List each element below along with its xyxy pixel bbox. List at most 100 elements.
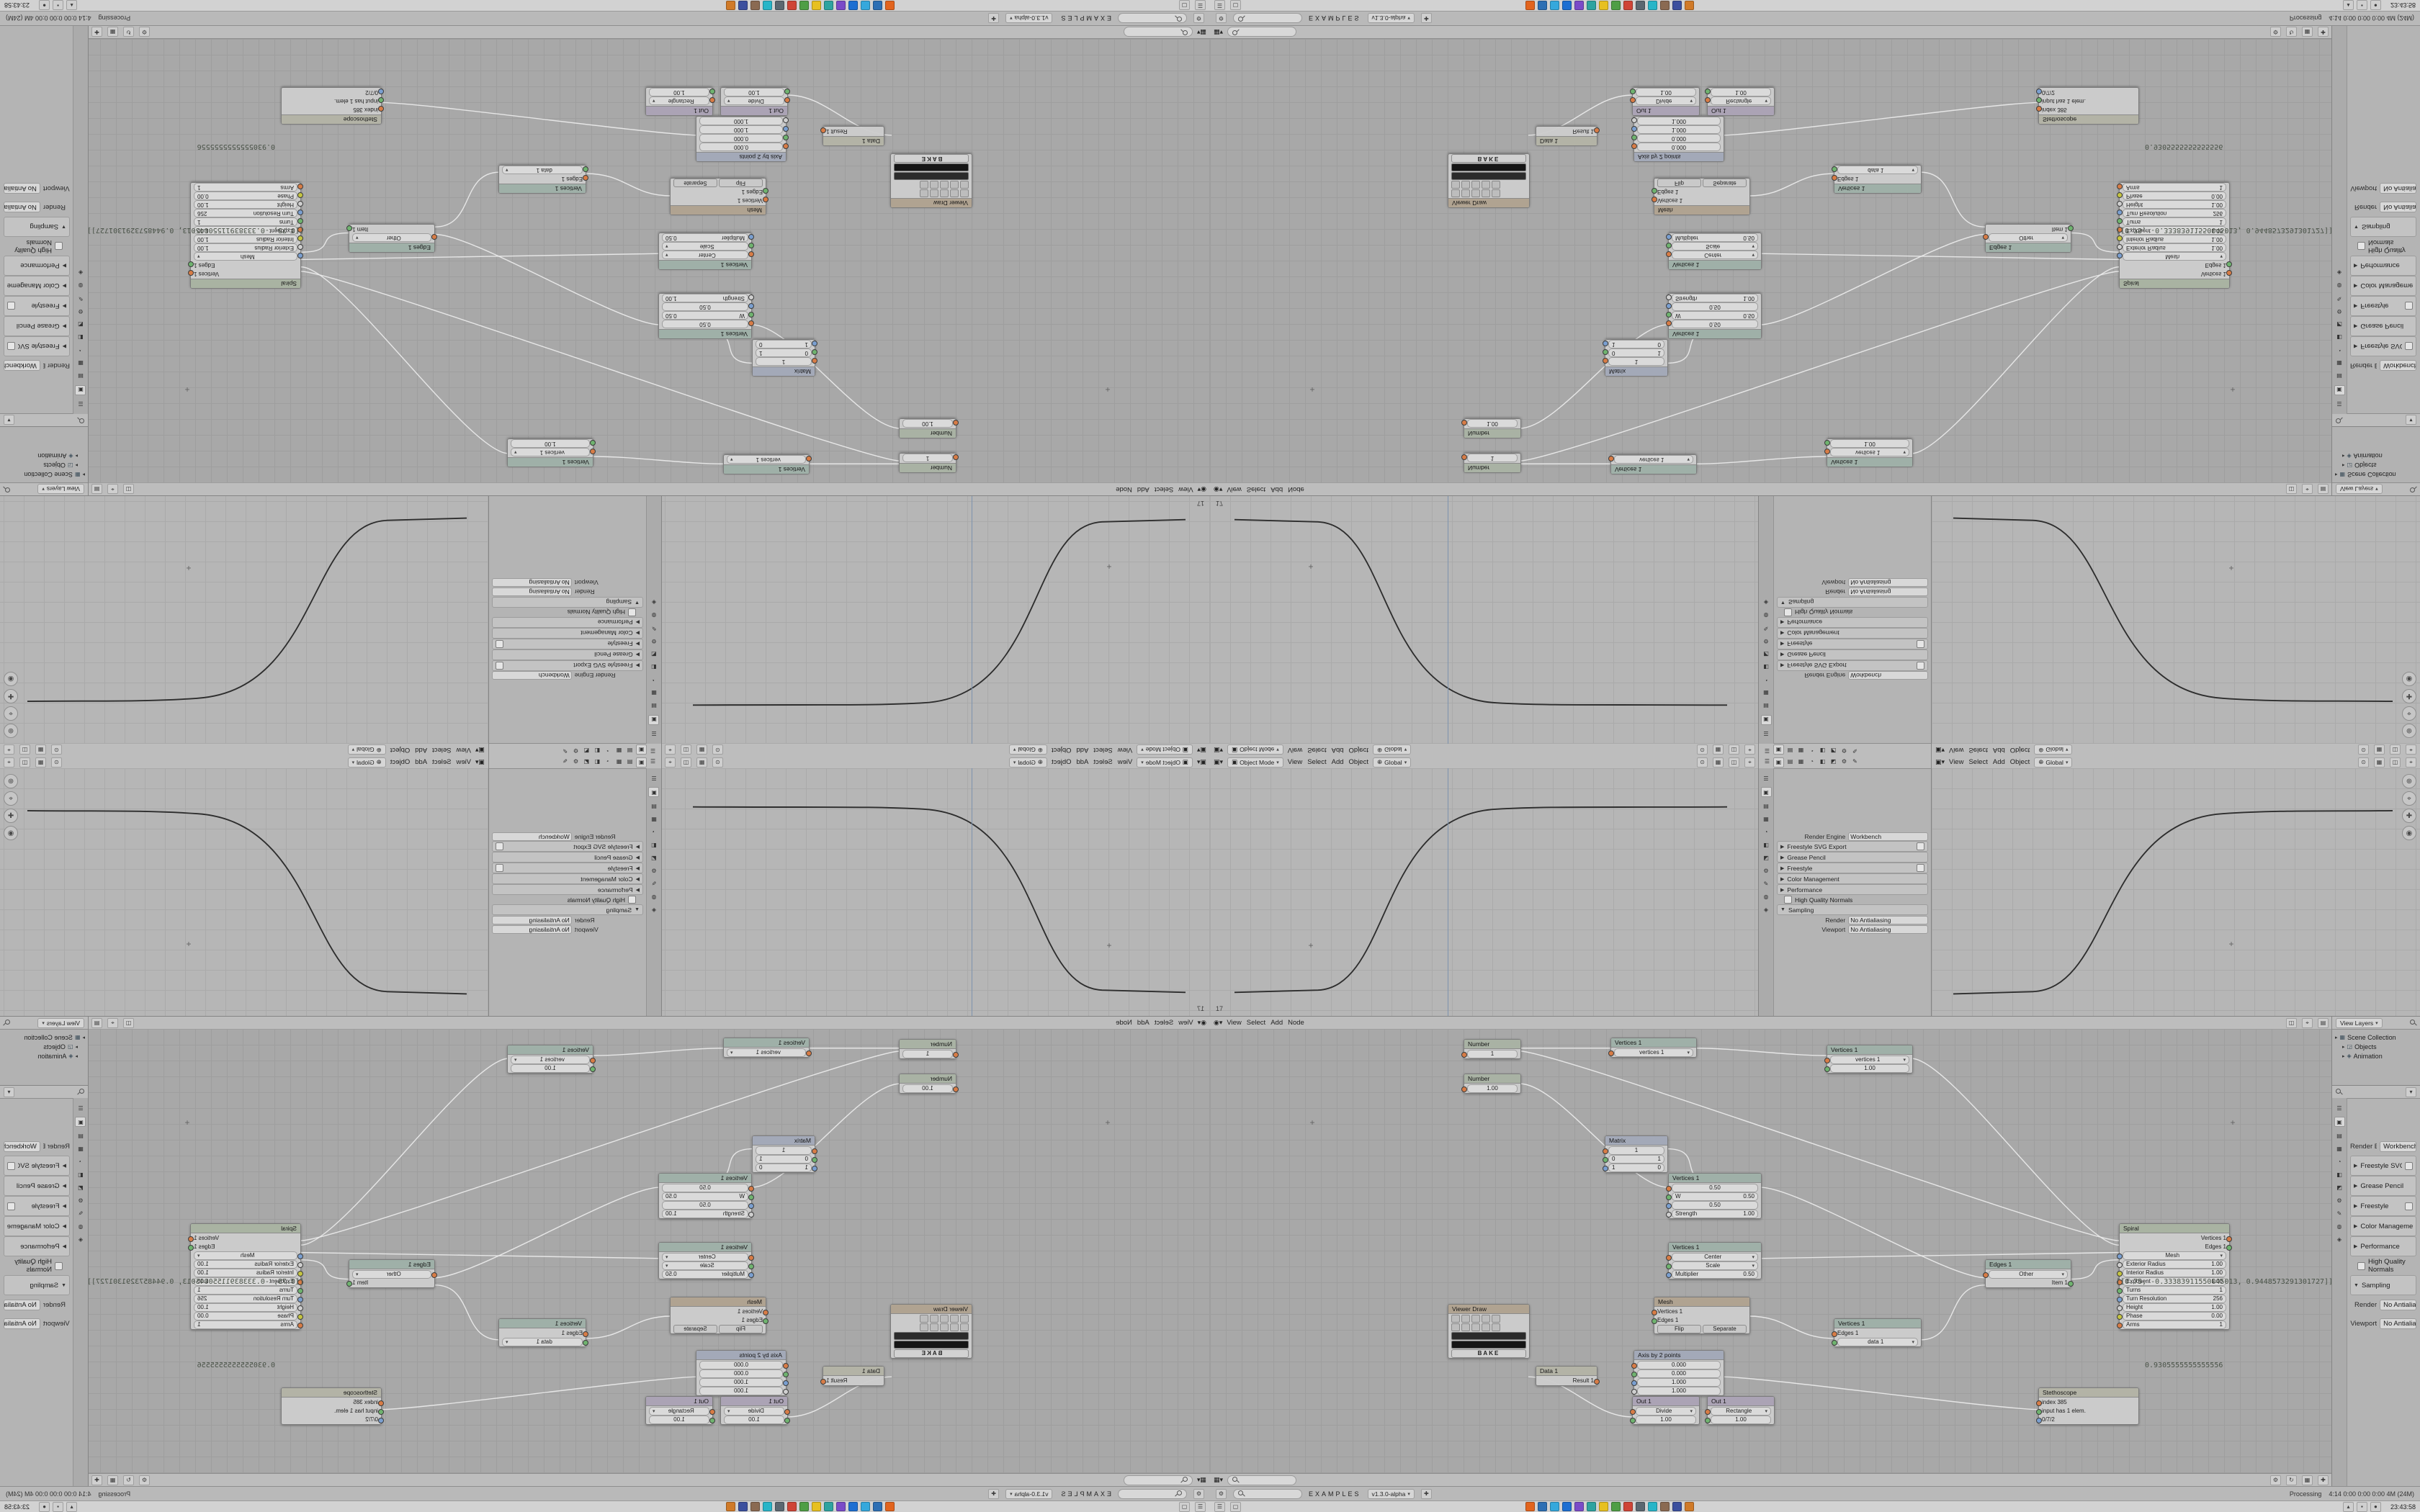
taskbar-app-icon[interactable] xyxy=(1587,1502,1596,1511)
node-dropdown[interactable]: data 1▾ xyxy=(502,1337,583,1346)
re-update-icon[interactable]: ↻ xyxy=(123,1475,134,1485)
render-tab-icon[interactable]: ▣ xyxy=(1773,744,1784,755)
taskbar-app-icon[interactable] xyxy=(1538,1,1547,10)
taskbar-app-icon[interactable] xyxy=(1525,1502,1535,1511)
menu-view[interactable]: View xyxy=(1227,485,1242,493)
panel-header-grease-pencil[interactable]: ▶Grease Pencil xyxy=(2350,1176,2416,1196)
data-tab-icon[interactable]: ◍ xyxy=(2336,1223,2342,1230)
menu-select[interactable]: Select xyxy=(1093,758,1113,766)
panel-checkbox[interactable] xyxy=(7,1161,15,1170)
input-socket[interactable] xyxy=(297,1296,303,1302)
gear-icon[interactable]: ⚙ xyxy=(1216,13,1227,24)
color-swatch[interactable] xyxy=(1451,1332,1526,1340)
panel-header-sampling[interactable]: ▼Sampling xyxy=(492,597,643,608)
tool-tab-icon[interactable]: ☰ xyxy=(1763,730,1769,737)
navigation-gizmo[interactable]: ⊕ xyxy=(4,724,18,738)
node-number-field[interactable]: 0.50 xyxy=(1672,320,1758,329)
input-socket[interactable] xyxy=(812,1165,817,1171)
snap-icon[interactable]: ▦ xyxy=(35,744,46,755)
camera-view-gizmo[interactable]: ◉ xyxy=(2402,826,2416,840)
physics-tab-icon[interactable]: ✎ xyxy=(563,747,568,754)
input-socket[interactable] xyxy=(763,1318,768,1324)
output-socket[interactable] xyxy=(1594,1378,1600,1385)
output-socket[interactable] xyxy=(346,225,352,232)
tray-expand-icon[interactable]: ▴ xyxy=(66,1501,78,1512)
display-toggle[interactable] xyxy=(960,1315,969,1323)
taskbar-app-icon[interactable] xyxy=(1685,1502,1694,1511)
node-dropdown[interactable]: data 1▾ xyxy=(1837,1337,1918,1346)
orientation-dropdown[interactable]: ⊕ Global ▾ xyxy=(347,744,386,755)
menu-view[interactable]: View xyxy=(456,758,471,766)
node-dropdown[interactable]: Divide▾ xyxy=(724,96,784,106)
taskbar-app-icon[interactable] xyxy=(1525,1,1535,10)
examples-menu-button[interactable]: EXAMPLES xyxy=(1059,1490,1111,1498)
input-socket[interactable] xyxy=(1832,175,1837,181)
panel-checkbox[interactable] xyxy=(496,842,503,850)
taskbar-app-icon[interactable] xyxy=(1648,1,1657,10)
shading-mode-icon[interactable]: ◫ xyxy=(681,757,691,768)
output-tab-icon[interactable]: ▤ xyxy=(1787,758,1793,765)
taskbar-app-icon[interactable] xyxy=(726,1502,735,1511)
display-toggle[interactable] xyxy=(930,1323,938,1331)
tool-tab-icon[interactable]: ☰ xyxy=(651,730,657,737)
node-toggle-button[interactable]: Separate xyxy=(1703,1324,1747,1333)
menu-view[interactable]: View xyxy=(1178,1019,1193,1027)
panel-checkbox[interactable] xyxy=(496,640,503,648)
taskbar-app-icon[interactable] xyxy=(1648,1502,1657,1511)
examples-menu-button[interactable]: EXAMPLES xyxy=(1309,1490,1361,1498)
snap-icon[interactable]: ▦ xyxy=(1713,757,1724,768)
panel-header-performance[interactable]: ▶Performance xyxy=(2350,256,2416,276)
menu-add[interactable]: Add xyxy=(1137,485,1150,493)
pan-gizmo[interactable]: ✚ xyxy=(2402,689,2416,703)
node-number-field[interactable]: 1 xyxy=(1608,357,1664,366)
panel-header-color-management[interactable]: ▶Color Management xyxy=(1777,873,1928,884)
world-tab-icon[interactable]: ◧ xyxy=(594,758,601,765)
output-tab-icon[interactable]: ▤ xyxy=(627,747,633,754)
taskbar-app-icon[interactable] xyxy=(775,1502,784,1511)
gizmo-toggle-icon[interactable]: ⌖ xyxy=(2406,757,2416,768)
tray-network-icon[interactable]: ▪ xyxy=(53,1501,64,1512)
input-socket[interactable] xyxy=(2036,1400,2042,1406)
modifier-tab-icon[interactable]: ⚙ xyxy=(2336,1197,2342,1204)
menu-select[interactable]: Select xyxy=(432,746,452,754)
node-toggle-button[interactable]: Separate xyxy=(673,1324,717,1333)
outliner-display-mode-dropdown[interactable]: View Layers ▾ xyxy=(2336,484,2383,495)
input-socket[interactable] xyxy=(1832,1331,1837,1337)
modifier-tab-icon[interactable]: ⚙ xyxy=(1841,747,1847,754)
input-socket[interactable] xyxy=(812,1156,817,1163)
menu-select[interactable]: Select xyxy=(432,758,452,766)
tool-tab-icon[interactable]: ☰ xyxy=(2336,1104,2342,1112)
object-tab-icon[interactable]: ◩ xyxy=(78,1184,84,1191)
input-socket[interactable] xyxy=(1832,1339,1837,1346)
object-tab-icon[interactable]: ◩ xyxy=(2336,1184,2342,1191)
input-socket[interactable] xyxy=(2117,1287,2123,1294)
input-socket[interactable] xyxy=(2036,106,2042,112)
expand-caret-icon[interactable]: ▸ xyxy=(2335,1035,2338,1040)
panel-header-freestyle[interactable]: ▶Freestyle xyxy=(1777,639,1928,649)
menu-view[interactable]: View xyxy=(1178,485,1193,493)
taskbar-app-icon[interactable] xyxy=(738,1,748,10)
object-tab-icon[interactable]: ◩ xyxy=(651,854,657,861)
output-socket[interactable] xyxy=(188,261,194,268)
node-dropdown[interactable]: Other▾ xyxy=(352,233,431,243)
node-dropdown[interactable]: Rectangle▾ xyxy=(1711,1406,1771,1416)
input-socket[interactable] xyxy=(806,1050,812,1056)
physics-tab-icon[interactable]: ✎ xyxy=(1763,625,1769,632)
menu-view[interactable]: View xyxy=(1949,758,1964,766)
panel-header-grease-pencil[interactable]: ▶Grease Pencil xyxy=(1777,649,1928,660)
node-dropdown[interactable]: vertices 1▾ xyxy=(1830,1055,1909,1064)
world-tab-icon[interactable]: ◧ xyxy=(2336,334,2342,341)
input-socket[interactable] xyxy=(2117,253,2123,259)
orientation-dropdown[interactable]: ⊕ Global ▾ xyxy=(347,757,386,768)
node-number-field[interactable]: 1.00 xyxy=(649,88,709,97)
